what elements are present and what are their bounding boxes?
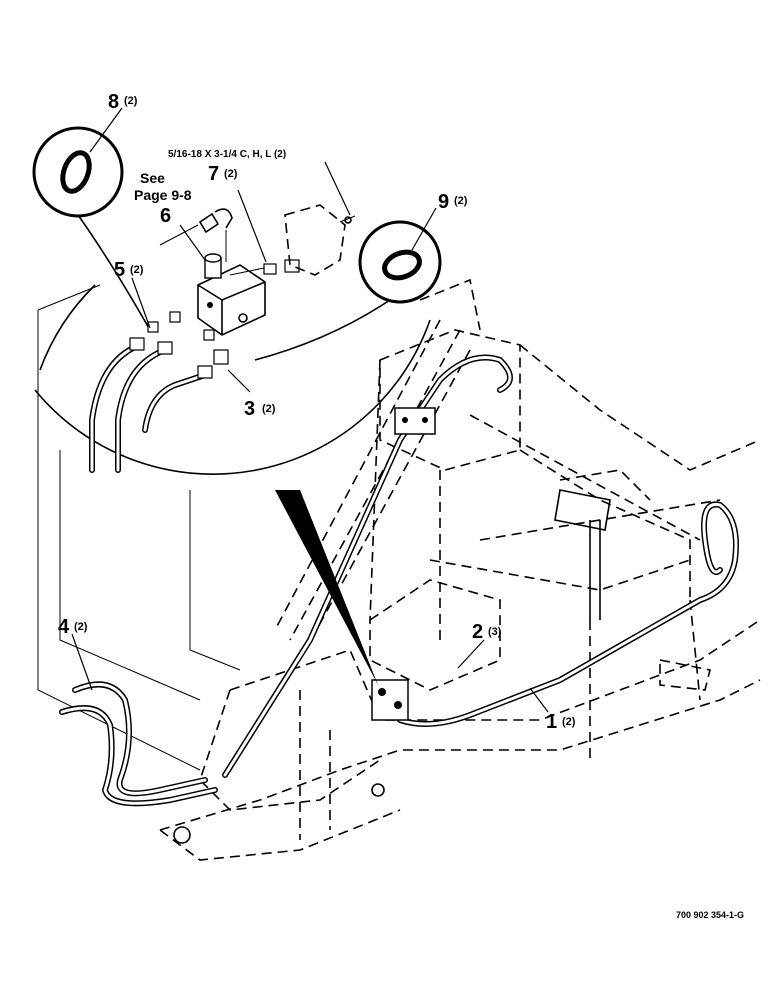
valve-block-6 (197, 264, 266, 336)
o-ring-8-detail (32, 126, 124, 218)
svg-text:(2): (2) (224, 168, 238, 180)
svg-text:9: 9 (438, 191, 449, 213)
svg-text:3: 3 (244, 398, 255, 420)
hydraulic-line-assembly (173, 354, 739, 844)
svg-text:7: 7 (208, 163, 219, 185)
svg-text:4: 4 (58, 616, 70, 638)
machine-frame (37, 278, 761, 861)
callout-5: 5 (2) (114, 259, 144, 281)
o-ring-9-detail (358, 220, 442, 304)
valve-block-installed (371, 679, 409, 721)
svg-text:(2): (2) (562, 716, 576, 728)
svg-text:(2): (2) (124, 95, 138, 107)
detail-pointer (275, 490, 378, 685)
svg-text:1: 1 (546, 711, 557, 733)
svg-text:(3): (3) (488, 626, 502, 638)
see-page-reference: See Page 9-8 (134, 170, 192, 203)
detail-view (34, 204, 431, 685)
svg-text:(2): (2) (454, 195, 468, 207)
callout-4: 4 (2) (58, 616, 88, 638)
svg-text:Page 9-8: Page 9-8 (134, 187, 192, 203)
svg-text:(2): (2) (74, 621, 88, 633)
svg-text:8: 8 (108, 91, 119, 113)
svg-text:(2): (2) (130, 264, 144, 276)
document-number: 700 902 354-1-G (676, 910, 744, 920)
callout-8: 8 (2) (108, 91, 138, 113)
fitting-7a (263, 263, 277, 275)
hose-4 (59, 681, 218, 807)
callout-3: 3 (2) (244, 398, 276, 420)
callout-9: 9 (2) (438, 191, 468, 213)
callout-2: 2 (3) (472, 621, 502, 643)
svg-text:6: 6 (160, 205, 171, 227)
callout-7: 7 (2) (208, 163, 238, 185)
svg-text:5: 5 (114, 259, 125, 281)
leader-lines (71, 107, 549, 713)
callout-1: 1 (2) (546, 711, 576, 733)
bolt-note: 5/16-18 X 3-1/4 C, H, L (2) (168, 149, 286, 160)
svg-text:(2): (2) (262, 403, 276, 415)
svg-text:See: See (140, 170, 165, 186)
elbow-fitting-3 (213, 349, 229, 365)
fitting-7b (284, 259, 300, 273)
callout-6: 6 (160, 205, 171, 227)
svg-text:2: 2 (472, 621, 483, 643)
